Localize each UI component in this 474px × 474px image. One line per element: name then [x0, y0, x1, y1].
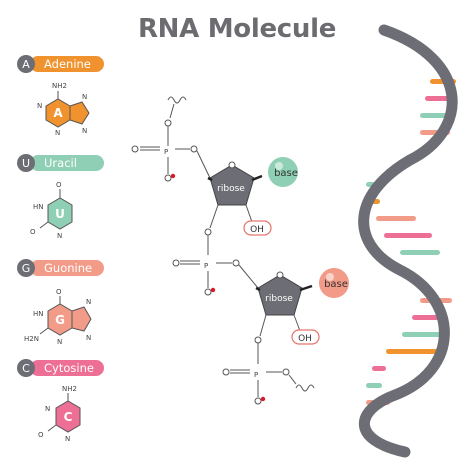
adenine-letter: A: [22, 58, 30, 71]
ribose-label-2: ribose: [265, 294, 293, 304]
oh-label-2: OH: [298, 334, 312, 344]
rna-helix: [358, 24, 458, 458]
helix-rung: [384, 233, 432, 238]
helix-rung: [420, 113, 450, 118]
helix-rung: [366, 383, 382, 388]
cytosine-nh2: NH2: [62, 385, 77, 393]
charge-dot: [170, 173, 176, 179]
guonine-hn: HN: [33, 310, 44, 318]
helix-rung: [400, 250, 440, 255]
base-label-1: base: [274, 168, 298, 179]
guonine-label: Guonine: [44, 261, 92, 275]
cytosine-n1: N: [65, 435, 70, 443]
adenine-n7: N: [82, 93, 87, 101]
oxygen-node: [204, 288, 212, 296]
adenine-n1: N: [37, 102, 42, 110]
phosphate-3: P: [254, 371, 258, 379]
cytosine-n3: N: [45, 405, 50, 413]
ribose-label-1: ribose: [217, 184, 245, 194]
uracil-o2: O: [30, 228, 36, 236]
page-title: RNA Molecule: [137, 14, 337, 44]
strand-break-bottom: [295, 384, 315, 392]
phosphate-1: P: [164, 148, 168, 156]
legend-guonine: G Guonine: [17, 259, 104, 277]
oxygen-node: [254, 397, 262, 405]
cytosine-pill: [30, 360, 104, 376]
oxygen-node: [164, 119, 172, 127]
oxygen-node: [172, 259, 180, 267]
helix-backbone: [358, 24, 458, 458]
guonine-structure: O HN H2N N N N G: [24, 288, 92, 346]
oxygen-node: [190, 145, 198, 153]
guonine-n9: N: [86, 334, 91, 342]
charge-dot: [260, 396, 266, 402]
adenine-label: Adenine: [44, 57, 91, 71]
base-label-2: base: [324, 279, 348, 290]
cytosine-structure: NH2 N O N C: [38, 385, 81, 443]
helix-rung: [372, 366, 386, 371]
legend-cytosine: C Cytosine: [17, 359, 104, 377]
guonine-o6: O: [56, 288, 62, 296]
oxygen-node: [204, 228, 212, 236]
cytosine-ring-letter: C: [64, 410, 73, 424]
legend-adenine: A Adenine: [17, 55, 104, 73]
cytosine-letter: C: [22, 362, 30, 375]
uracil-badge: [17, 154, 35, 172]
uracil-pill: [30, 155, 104, 171]
oxygen-node: [222, 368, 230, 376]
guonine-letter: G: [22, 262, 31, 275]
oxygen-node: [254, 336, 262, 344]
cytosine-o2: O: [38, 431, 44, 439]
uracil-letter: U: [22, 157, 30, 170]
uracil-structure: O HN O N U: [30, 181, 73, 240]
guonine-n7: N: [86, 298, 91, 306]
oxygen-node: [164, 174, 172, 182]
uracil-hn: HN: [33, 203, 44, 211]
strand-structure: P ribose base OH P: [131, 96, 349, 405]
legend-uracil: U Uracil: [17, 154, 104, 172]
ribose-2: [257, 274, 303, 316]
adenine-badge: [17, 55, 35, 73]
ribose-1: [209, 164, 255, 206]
oxygen-node: [232, 259, 240, 267]
uracil-label: Uracil: [44, 156, 77, 170]
guonine-ring-letter: G: [55, 313, 65, 327]
uracil-o4: O: [56, 181, 62, 189]
adenine-n3: N: [55, 129, 60, 137]
strand-break-top: [167, 96, 187, 104]
oh-badge-1: [243, 220, 272, 236]
helix-rung: [386, 349, 444, 354]
cytosine-label: Cytosine: [44, 361, 94, 375]
adenine-pill: [30, 56, 104, 72]
guonine-badge: [17, 259, 35, 277]
helix-rung: [402, 332, 446, 337]
oh-badge-2: [291, 329, 320, 345]
adenine-structure: NH2 N N N N A: [37, 82, 90, 137]
helix-rung: [376, 216, 416, 221]
oxygen-node: [282, 368, 290, 376]
guonine-h2n: H2N: [24, 335, 39, 343]
oxygen-node: [131, 145, 139, 153]
cytosine-badge: [17, 359, 35, 377]
uracil-ring-letter: U: [55, 207, 65, 221]
guonine-n3: N: [57, 338, 62, 346]
adenine-n9: N: [82, 127, 87, 135]
uracil-n1: N: [57, 232, 62, 240]
phosphate-2: P: [204, 262, 208, 270]
adenine-nh2: NH2: [52, 82, 67, 90]
charge-dot: [210, 287, 216, 293]
adenine-ring-letter: A: [53, 106, 63, 120]
oh-label-1: OH: [250, 225, 264, 235]
guonine-pill: [30, 260, 104, 276]
